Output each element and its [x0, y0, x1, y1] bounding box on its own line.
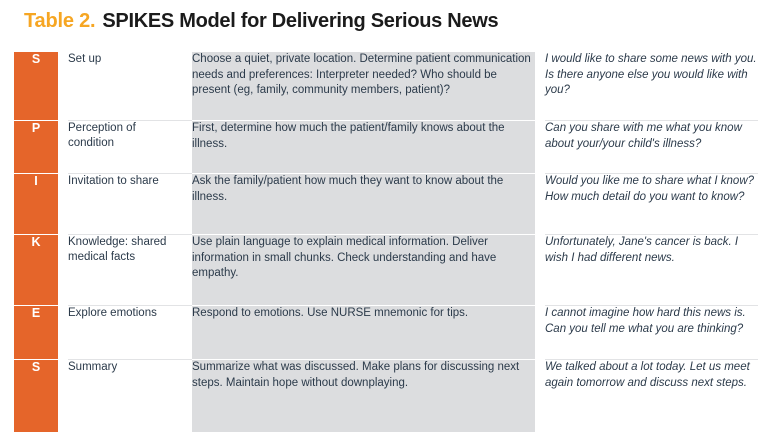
spacer — [535, 360, 545, 432]
spikes-table: S Set up Choose a quiet, private locatio… — [14, 52, 758, 432]
spacer — [535, 121, 545, 173]
divider-segment — [545, 120, 758, 121]
divider-segment — [58, 234, 68, 235]
divider-segment — [14, 234, 58, 235]
row-sample-phrase: Can you share with me what you know abou… — [545, 121, 758, 173]
divider-segment — [192, 305, 535, 306]
divider-segment — [14, 359, 58, 360]
table-row: S Set up Choose a quiet, private locatio… — [14, 52, 758, 120]
spacer — [178, 235, 192, 305]
divider-segment — [68, 359, 178, 360]
spacer — [178, 174, 192, 234]
divider-segment — [535, 120, 545, 121]
row-action-text: Ask the family/patient how much they wan… — [192, 174, 535, 234]
divider-segment — [14, 173, 58, 174]
row-action-text: Use plain language to explain medical in… — [192, 235, 535, 305]
divider-segment — [192, 120, 535, 121]
row-sample-phrase: We talked about a lot today. Let us meet… — [545, 360, 758, 432]
divider-segment — [68, 305, 178, 306]
row-letter-badge: E — [14, 306, 58, 359]
row-sample-phrase: Unfortunately, Jane's cancer is back. I … — [545, 235, 758, 305]
row-letter-badge: S — [14, 52, 58, 120]
divider-segment — [535, 234, 545, 235]
row-phase-label: Knowledge: shared medical facts — [68, 235, 178, 305]
divider-segment — [178, 305, 192, 306]
divider-segment — [545, 173, 758, 174]
divider-segment — [535, 305, 545, 306]
spacer — [535, 306, 545, 359]
page-title: Table 2. SPIKES Model for Delivering Ser… — [24, 10, 744, 42]
spacer — [535, 52, 545, 120]
spacer — [178, 306, 192, 359]
divider-segment — [68, 234, 178, 235]
divider-segment — [68, 173, 178, 174]
divider-segment — [58, 359, 68, 360]
divider-segment — [58, 120, 68, 121]
table-row: K Knowledge: shared medical facts Use pl… — [14, 235, 758, 305]
spacer — [58, 174, 68, 234]
table-title-text: SPIKES Model for Delivering Serious News — [102, 10, 499, 32]
spacer — [58, 52, 68, 120]
row-letter-badge: S — [14, 360, 58, 432]
divider-segment — [535, 173, 545, 174]
row-divider — [14, 359, 758, 360]
divider-segment — [58, 305, 68, 306]
row-action-text: First, determine how much the patient/fa… — [192, 121, 535, 173]
table-row: S Summary Summarize what was discussed. … — [14, 360, 758, 432]
row-divider — [14, 173, 758, 174]
spacer — [535, 235, 545, 305]
row-sample-phrase: Would you like me to share what I know? … — [545, 174, 758, 234]
row-phase-label: Set up — [68, 52, 178, 120]
divider-segment — [178, 173, 192, 174]
divider-segment — [68, 120, 178, 121]
row-phase-label: Invitation to share — [68, 174, 178, 234]
row-divider — [14, 234, 758, 235]
row-letter-badge: I — [14, 174, 58, 234]
spacer — [535, 174, 545, 234]
spacer — [178, 360, 192, 432]
table-number-label: Table 2. — [24, 10, 96, 32]
row-action-text: Choose a quiet, private location. Determ… — [192, 52, 535, 120]
row-phase-label: Perception of condition — [68, 121, 178, 173]
divider-segment — [178, 234, 192, 235]
row-phase-label: Explore emotions — [68, 306, 178, 359]
row-action-text: Respond to emotions. Use NURSE mnemonic … — [192, 306, 535, 359]
spacer — [178, 52, 192, 120]
divider-segment — [14, 120, 58, 121]
divider-segment — [192, 234, 535, 235]
spacer — [178, 121, 192, 173]
table-row: P Perception of condition First, determi… — [14, 121, 758, 173]
divider-segment — [178, 120, 192, 121]
row-letter-badge: K — [14, 235, 58, 305]
divider-segment — [58, 173, 68, 174]
divider-segment — [192, 173, 535, 174]
divider-segment — [535, 359, 545, 360]
row-phase-label: Summary — [68, 360, 178, 432]
divider-segment — [545, 305, 758, 306]
row-action-text: Summarize what was discussed. Make plans… — [192, 360, 535, 432]
row-divider — [14, 120, 758, 121]
divider-segment — [192, 359, 535, 360]
divider-segment — [545, 359, 758, 360]
spacer — [58, 360, 68, 432]
row-sample-phrase: I would like to share some news with you… — [545, 52, 758, 120]
row-letter-badge: P — [14, 121, 58, 173]
table-row: I Invitation to share Ask the family/pat… — [14, 174, 758, 234]
row-sample-phrase: I cannot imagine how hard this news is. … — [545, 306, 758, 359]
divider-segment — [545, 234, 758, 235]
spacer — [58, 306, 68, 359]
table-row: E Explore emotions Respond to emotions. … — [14, 306, 758, 359]
spacer — [58, 121, 68, 173]
spacer — [58, 235, 68, 305]
row-divider — [14, 305, 758, 306]
divider-segment — [14, 305, 58, 306]
divider-segment — [178, 359, 192, 360]
